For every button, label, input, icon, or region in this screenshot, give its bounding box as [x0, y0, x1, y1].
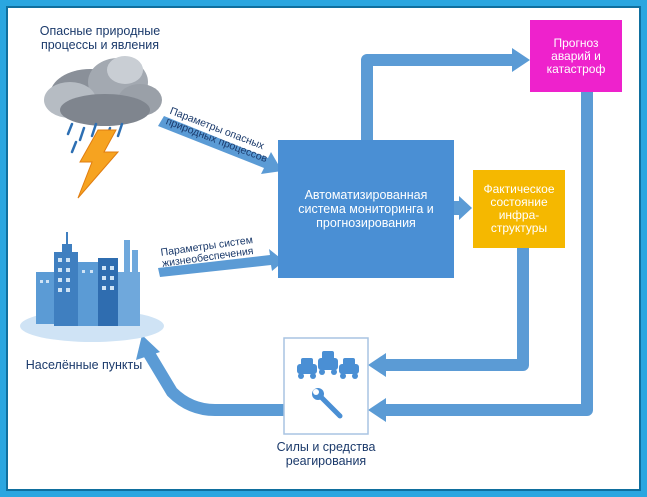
system-label: Автоматизированная система мониторинга и…: [298, 188, 434, 230]
storm-cloud-icon: [44, 56, 162, 154]
hazards-caption: Опасные природные процессы и явления: [39, 24, 161, 52]
cars-icon: [297, 351, 359, 379]
settlements-caption: Населённые пункты: [25, 358, 143, 372]
arrow-response-to-settlements: [136, 335, 290, 416]
arrow-system-to-infrastructure: [453, 196, 472, 220]
wrench-icon: [312, 388, 343, 419]
infrastructure-label: Фактическое состояние инфра- структуры: [483, 182, 555, 235]
arrow-infrastructure-to-response: [368, 248, 529, 377]
forecast-label: Прогноз аварий и катастроф: [546, 35, 606, 76]
city-buildings-icon: [20, 232, 164, 342]
arrow-forecast-to-response: [368, 92, 593, 422]
arrow-natural-params: [158, 116, 282, 174]
lightning-icon: [77, 129, 120, 199]
arrow-life-params: [158, 249, 284, 277]
forecast-box: Прогноз аварий и катастроф: [530, 20, 622, 92]
arrow-system-to-forecast: [361, 48, 530, 140]
infrastructure-box: Фактическое состояние инфра- структуры: [473, 170, 565, 248]
system-box: Автоматизированная система мониторинга и…: [278, 140, 454, 278]
response-caption: Силы и средства реагирования: [276, 440, 376, 468]
